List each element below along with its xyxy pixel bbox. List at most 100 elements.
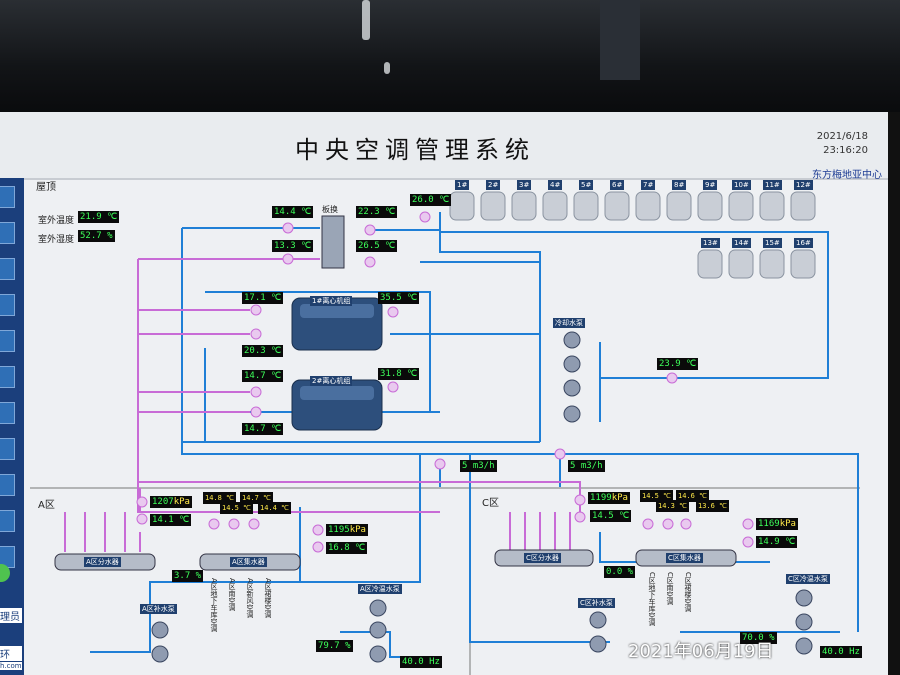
org-name: 东方梅地亚中心: [812, 170, 882, 181]
cooling-pump-label: 冷却水泵: [553, 318, 585, 328]
sidebar-brand-label: 环: [0, 646, 22, 661]
zone-c-supply-pressure: 1199kPa: [588, 492, 630, 504]
zone-a-distributor-label: A区分水器: [84, 557, 121, 567]
tower-label: 10#: [732, 180, 751, 190]
zone-c-collector-label: C区集水器: [666, 553, 703, 563]
sidebar-button-1[interactable]: [0, 186, 15, 208]
tower-label: 3#: [517, 180, 532, 190]
zone-a-makeup-pump-label: A区补水泵: [140, 604, 177, 614]
sidebar-button-4[interactable]: [0, 294, 15, 316]
zone-a-supply-pressure: 1207kPa: [150, 496, 192, 508]
page-title: 中央空调管理系统: [295, 136, 535, 164]
zone-c-branch-temp: 13.6 ℃: [696, 500, 729, 512]
tower-label: 4#: [548, 180, 563, 190]
sidebar-button-2[interactable]: [0, 222, 15, 244]
sidebar-button-6[interactable]: [0, 366, 15, 388]
sidebar: 理员 环 h.com: [0, 178, 24, 675]
tower-label: 5#: [579, 180, 594, 190]
tower-label: 2#: [486, 180, 501, 190]
zone-a-branch-name: A区地下车库空调: [210, 578, 218, 632]
tower-label: 11#: [763, 180, 782, 190]
sidebar-button-8[interactable]: [0, 438, 15, 460]
zone-a-return-pressure: 1195kPa: [326, 524, 368, 536]
zone-a-branch-name: A区裙楼空调: [264, 578, 272, 618]
tower-label: 6#: [610, 180, 625, 190]
chiller2-cond-temp: 31.8 ℃: [378, 368, 420, 380]
zone-a-chilled-pump-label: A区冷温水泵: [358, 584, 402, 594]
zone-c-branch-temp: 14.6 ℃: [676, 490, 709, 502]
hx-out-top-temp: 22.3 ℃: [356, 206, 398, 218]
background-door: [600, 0, 640, 80]
zone-c-branch-name: C区地下车库空调: [648, 572, 656, 626]
zone-a-return-temp: 16.8 ℃: [326, 542, 368, 554]
sidebar-button-3[interactable]: [0, 258, 15, 280]
zone-c-return-pressure: 1169kPa: [756, 518, 798, 530]
plate-heat-exchanger: [321, 215, 345, 269]
time-text: 23:16:20: [823, 145, 868, 156]
outdoor-temp-label: 室外温度: [38, 216, 75, 226]
chiller1-label: 1#离心机组: [310, 296, 353, 306]
tower-label: 16#: [794, 238, 813, 248]
monitor-bezel-right: [888, 112, 900, 675]
tower-label: 1#: [455, 180, 470, 190]
zone-a-bypass-valve: 3.7 %: [172, 570, 204, 582]
zone-c-distributor-label: C区分水器: [524, 553, 561, 563]
zone-c-chilled-pump-label: C区冷温水泵: [786, 574, 830, 584]
cooling-return-temp: 23.9 ℃: [657, 358, 699, 370]
hx-in-top-temp: 14.4 ℃: [272, 206, 314, 218]
zone-a-pump-freq: 40.0 Hz: [400, 656, 442, 668]
title-bar: 中央空调管理系统 2021/6/18 23:16:20 东方梅地亚中心: [0, 112, 888, 181]
zone-a-pump-valve: 79.7 %: [316, 640, 353, 652]
zone-a-supply-temp: 14.1 ℃: [150, 514, 192, 526]
cooling-tower-temp: 26.0 ℃: [410, 194, 452, 206]
zone-a-branch-name: A区新风空调: [246, 578, 254, 618]
hx-out-bottom-temp: 26.5 ℃: [356, 240, 398, 252]
zone-c-pump-valve: 70.0 %: [740, 632, 777, 644]
status-indicator[interactable]: [0, 564, 10, 582]
sidebar-button-9[interactable]: [0, 474, 15, 496]
outdoor-temp-value: 21.9 ℃: [78, 211, 120, 223]
tower-label: 7#: [641, 180, 656, 190]
zone-c-return-temp: 14.9 ℃: [756, 536, 798, 548]
sidebar-brand-url: h.com: [0, 662, 22, 670]
scada-screen: 中央空调管理系统 2021/6/18 23:16:20 东方梅地亚中心 理员 环…: [0, 112, 888, 675]
zone-c-makeup-pump-label: C区补水泵: [578, 598, 615, 608]
sidebar-button-5[interactable]: [0, 330, 15, 352]
tower-label: 9#: [703, 180, 718, 190]
ceiling-light-reflection: [362, 0, 370, 40]
zone-a-branch-temp: 14.4 ℃: [258, 502, 291, 514]
monitor-bezel: [0, 0, 900, 112]
zone-c-branch-temp: 14.3 ℃: [656, 500, 689, 512]
zone-c-branch-temp: 14.5 ℃: [640, 490, 673, 502]
tower-label: 15#: [763, 238, 782, 248]
tower-label: 8#: [672, 180, 687, 190]
tower-label: 14#: [732, 238, 751, 248]
zone-c-branch-name: C区裙楼空调: [684, 572, 692, 612]
zone-c-label: C区: [482, 498, 499, 509]
flow-meter-1: 5 m3/h: [460, 460, 497, 472]
zone-a-branch-temp: 14.7 ℃: [240, 492, 273, 504]
outdoor-humidity-label: 室外湿度: [38, 235, 75, 245]
chiller2-label: 2#离心机组: [310, 376, 353, 386]
chiller2-out-temp: 14.7 ℃: [242, 423, 284, 435]
zone-a-branch-temp: 14.5 ℃: [220, 502, 253, 514]
ceiling-light-reflection-2: [384, 62, 390, 74]
zone-c-branch-name: C区南空调: [666, 572, 674, 605]
zone-c-pump-freq: 40.0 Hz: [820, 646, 862, 658]
chiller1-in-temp: 17.1 ℃: [242, 292, 284, 304]
piping-diagram: [30, 191, 860, 675]
chiller1-cond-temp: 35.5 ℃: [378, 292, 420, 304]
zone-a-label: A区: [38, 500, 55, 511]
roof-section-label: 屋顶: [36, 182, 56, 193]
plate-hx-label: 板换: [322, 205, 338, 214]
zone-a-collector-label: A区集水器: [230, 557, 267, 567]
chiller1-out-temp: 20.3 ℃: [242, 345, 284, 357]
zone-c-bypass-valve: 0.0 %: [604, 566, 636, 578]
date-text: 2021/6/18: [816, 131, 868, 142]
sidebar-button-10[interactable]: [0, 510, 15, 532]
zone-a-branch-temp: 14.8 ℃: [203, 492, 236, 504]
datetime-display: 2021/6/18 23:16:20: [817, 130, 868, 158]
flow-meter-2: 5 m3/h: [568, 460, 605, 472]
sidebar-button-7[interactable]: [0, 402, 15, 424]
sidebar-user-label: 理员: [0, 608, 22, 623]
